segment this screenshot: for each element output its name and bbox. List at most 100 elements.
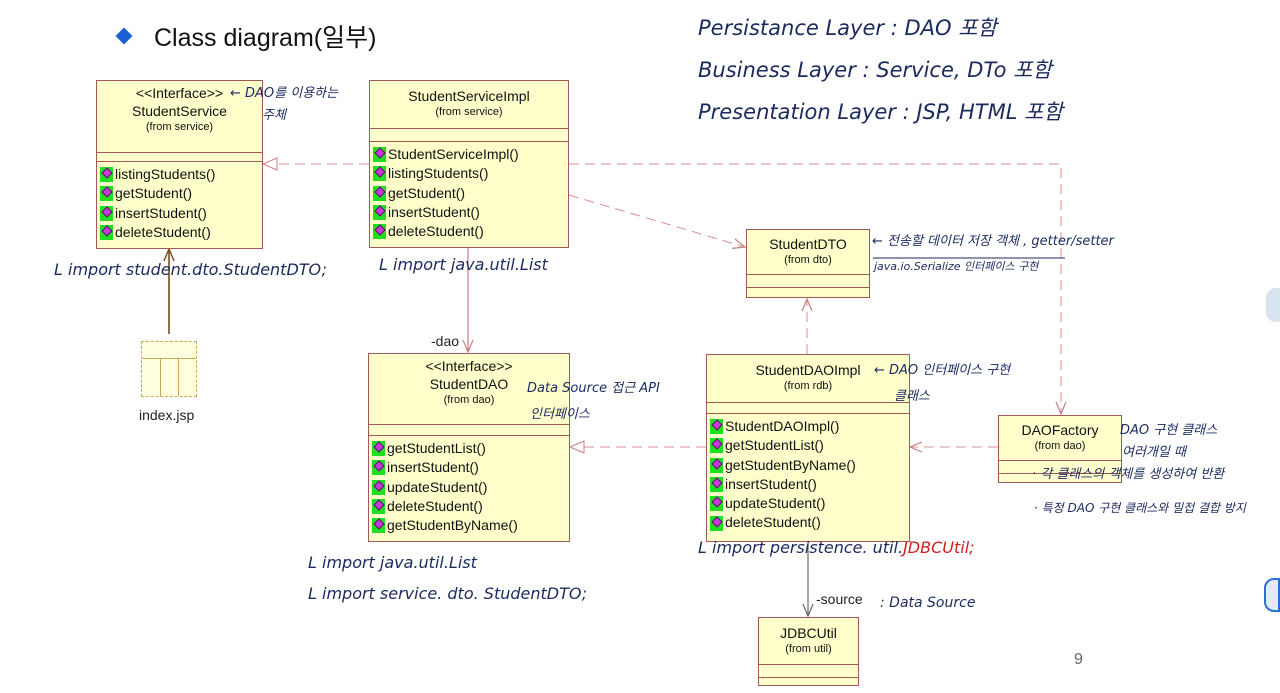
class-header: StudentServiceImpl (from service) [370, 81, 568, 129]
class-package: (from dto) [784, 254, 832, 266]
method-icon [710, 419, 723, 435]
operation: insertStudent() [100, 204, 262, 223]
class-package: (from dao) [443, 394, 495, 406]
bullet-diamond-icon [115, 27, 133, 45]
method-icon [372, 499, 385, 515]
dependency-service-dto-line [568, 194, 745, 247]
operation: listingStudents() [100, 165, 262, 184]
operation: getStudentByName() [710, 456, 909, 475]
operation: deleteStudent() [100, 223, 262, 242]
source-note: : Data Source [880, 595, 976, 611]
method-icon [373, 166, 386, 182]
method-icon [100, 186, 113, 202]
service-role-note: ← DAO를 이용하는 [230, 86, 339, 101]
attributes-section [747, 275, 869, 288]
operation: updateStudent() [710, 494, 909, 513]
method-icon [373, 224, 386, 240]
class-header: JDBCUtil (from util) [759, 618, 858, 665]
method-icon [710, 477, 723, 493]
dto-role-note: ← 전송할 데이터 저장 객체 , getter/setter [872, 234, 1114, 249]
class-student-service[interactable]: <<Interface>> StudentService (from servi… [96, 80, 263, 249]
class-student-dao[interactable]: <<Interface>> StudentDAO (from dao) getS… [368, 353, 570, 542]
dao-role-label: -dao [431, 333, 460, 349]
attributes-section [97, 153, 262, 162]
title-text: Class diagram(일부) [154, 24, 377, 52]
method-icon [100, 167, 113, 183]
stereotype-label: <<Interface>> [135, 85, 224, 101]
jsp-page-label: index.jsp [139, 407, 195, 423]
layer-note-presentation: Presentation Layer : JSP, HTML 포함 [698, 100, 1063, 124]
class-name: StudentService [132, 103, 227, 119]
factory-role-note-3: · 각 클래스의 객체를 생성하여 반환 [1032, 467, 1225, 482]
class-header: <<Interface>> StudentService (from servi… [97, 81, 262, 153]
attributes-section [370, 129, 568, 142]
operations-section [747, 288, 869, 299]
class-name: DAOFactory [1021, 422, 1099, 438]
impl-role-note: ← DAO 인터페이스 구현 [874, 363, 1011, 378]
class-package: (from service) [435, 106, 503, 118]
dependency-service-factory-line [569, 163, 1061, 414]
operations-section: StudentDAOImpl() getStudentList() getStu… [707, 414, 909, 536]
operation: StudentDAOImpl() [710, 417, 909, 436]
operation: StudentServiceImpl() [373, 145, 568, 164]
impl-import-note: L import persistence. util.JDBCUtil; [698, 538, 975, 557]
operations-section: getStudentList() insertStudent() updateS… [369, 436, 569, 538]
service-impl-import-note: L import java.util.List [379, 255, 548, 274]
operation: deleteStudent() [710, 513, 909, 532]
class-dao-factory[interactable]: DAOFactory (from dao) [998, 415, 1122, 483]
impl-role-note-2: 클래스 [894, 389, 930, 404]
class-name: StudentDAO [429, 376, 509, 392]
class-header: DAOFactory (from dao) [999, 416, 1121, 461]
operation: getStudentList() [372, 439, 569, 458]
attributes-section [759, 665, 858, 678]
method-icon [372, 460, 385, 476]
factory-role-note-4: · 특정 DAO 구현 클래스와 밀접 결합 방지 [1034, 501, 1246, 515]
attributes-section [707, 403, 909, 414]
dao-role-note: Data Source 접근 API [527, 381, 660, 396]
operation: insertStudent() [372, 458, 569, 477]
method-icon [710, 515, 723, 531]
class-jdbc-util[interactable]: JDBCUtil (from util) [758, 617, 859, 686]
attributes-section [999, 461, 1121, 474]
next-slide-handle[interactable] [1266, 288, 1280, 322]
operations-section: listingStudents() getStudent() insertStu… [97, 162, 262, 245]
method-icon [100, 205, 113, 221]
slide-title: Class diagram(일부) [115, 18, 377, 54]
class-name: JDBCUtil [780, 625, 837, 641]
class-header: StudentDTO (from dto) [747, 230, 869, 275]
method-icon [372, 518, 385, 534]
nav-handle[interactable] [1264, 578, 1280, 612]
method-icon [100, 225, 113, 241]
dao-role-note-2: 인터페이스 [530, 407, 590, 422]
class-package: (from util) [785, 643, 832, 655]
dao-import-note-2: L import service. dto. StudentDTO; [308, 584, 588, 603]
layer-note-persistence: Persistance Layer : DAO 포함 [698, 16, 997, 40]
class-header: <<Interface>> StudentDAO (from dao) [369, 354, 569, 425]
class-student-service-impl[interactable]: StudentServiceImpl (from service) Studen… [369, 80, 569, 248]
class-package: (from dao) [1034, 440, 1086, 452]
layer-note-business: Business Layer : Service, DTo 포함 [698, 58, 1052, 82]
factory-role-note: DAO 구현 클래스 [1120, 423, 1218, 438]
operation: insertStudent() [710, 475, 909, 494]
operations-section: StudentServiceImpl() listingStudents() g… [370, 142, 568, 244]
factory-role-note-2: 여러개일 때 [1122, 445, 1186, 460]
dto-role-note-2: java.io.Serialize 인터페이스 구현 [874, 260, 1039, 273]
operation: getStudent() [373, 184, 568, 203]
class-student-dto[interactable]: StudentDTO (from dto) [746, 229, 870, 298]
method-icon [373, 205, 386, 221]
operation: updateStudent() [372, 478, 569, 497]
method-icon [373, 147, 386, 163]
method-icon [372, 441, 385, 457]
class-package: (from rdb) [783, 380, 833, 392]
class-name: StudentServiceImpl [408, 88, 530, 104]
class-name: StudentDTO [769, 236, 847, 252]
jsp-page-icon[interactable] [141, 341, 197, 397]
class-student-dao-impl[interactable]: StudentDAOImpl (from rdb) StudentDAOImpl… [706, 354, 910, 542]
service-import-note: L import student.dto.StudentDTO; [54, 260, 327, 279]
operation: getStudent() [100, 184, 262, 203]
operation: insertStudent() [373, 203, 568, 222]
operation: deleteStudent() [373, 222, 568, 241]
class-name: StudentDAOImpl [755, 362, 861, 378]
class-header: StudentDAOImpl (from rdb) [707, 355, 909, 403]
method-icon [710, 496, 723, 512]
